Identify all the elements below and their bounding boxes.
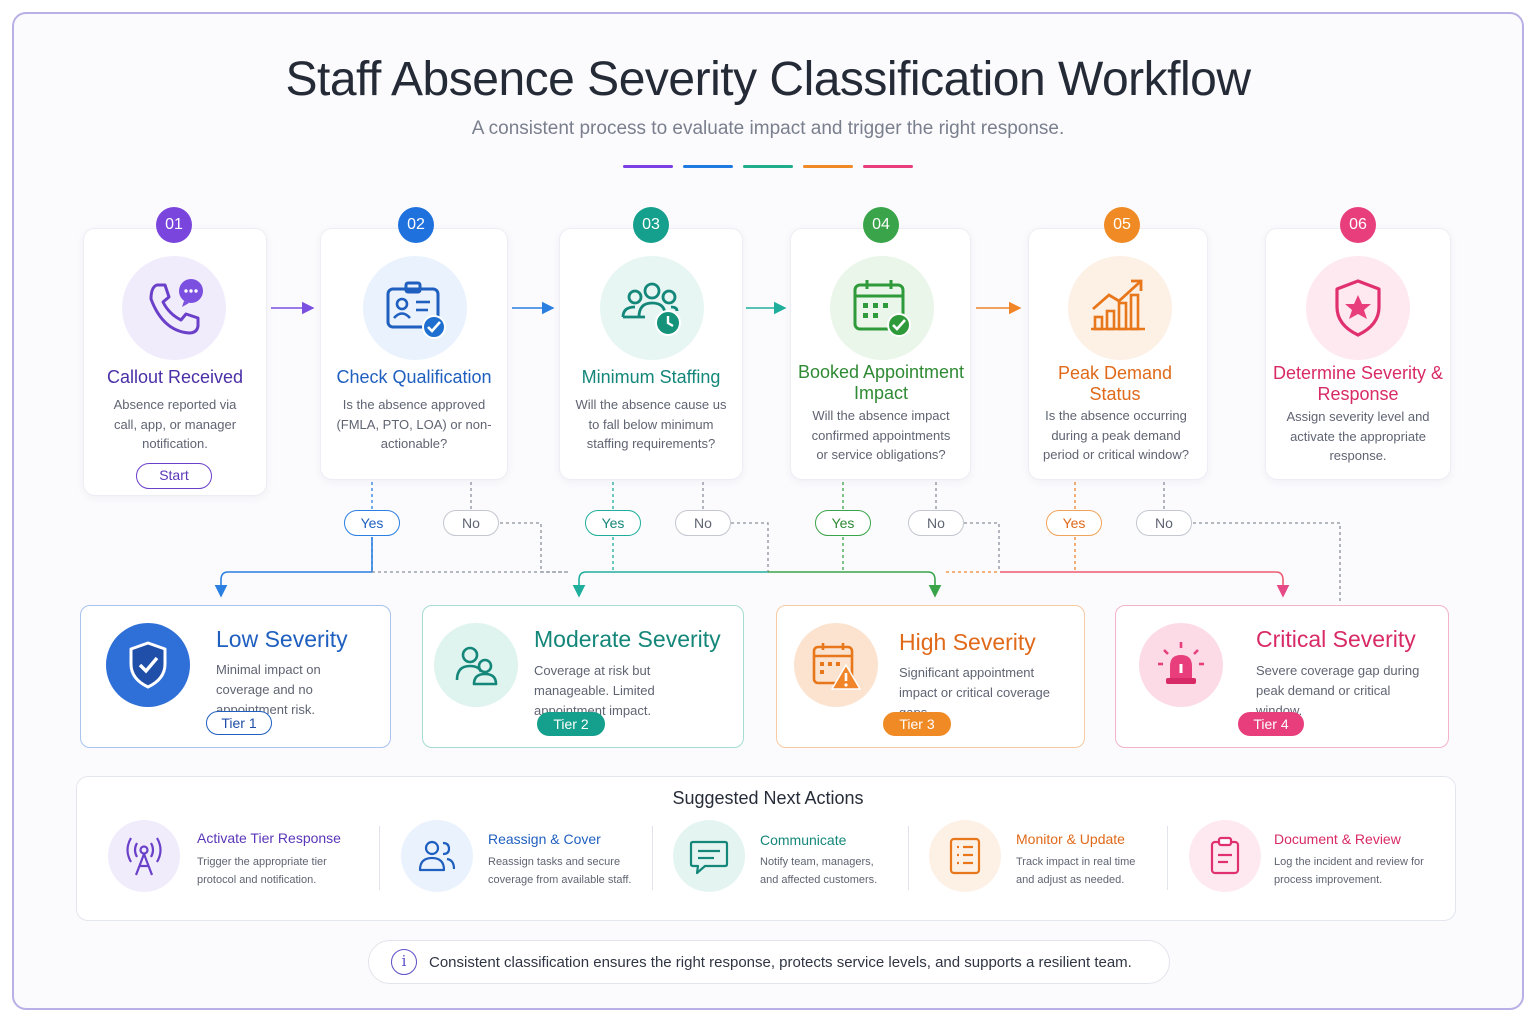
- tier-badge: Tier 4: [1238, 712, 1304, 736]
- tier-badge: Tier 1: [206, 711, 272, 735]
- accent-bar-orange: [803, 165, 853, 168]
- message-icon: [673, 820, 745, 892]
- step-description: Is the absence occurring during a peak d…: [1043, 408, 1189, 462]
- severity-description: Minimal impact on coverage and no appoin…: [216, 662, 321, 717]
- action-description: Reassign tasks and secure coverage from …: [488, 856, 632, 886]
- step-title: Booked Appointment Impact: [797, 362, 965, 403]
- people-icon: [401, 820, 473, 892]
- shield-check-icon: [106, 623, 190, 707]
- decision-yes-pill: Yes: [1046, 510, 1102, 536]
- shield-star-icon: [1306, 256, 1410, 360]
- decision-no-pill: No: [908, 510, 964, 536]
- action-title: Activate Tier Response: [197, 830, 341, 846]
- action-description: Notify team, managers, and affected cust…: [760, 856, 878, 886]
- decision-yes-pill: Yes: [815, 510, 871, 536]
- start-button[interactable]: Start: [136, 463, 212, 489]
- severity-title: Critical Severity: [1256, 626, 1416, 652]
- action-divider: [908, 826, 909, 890]
- action-description: Log the incident and review for process …: [1274, 856, 1424, 886]
- action-description: Trigger the appropriate tier protocol an…: [197, 856, 327, 886]
- severity-title: High Severity: [899, 629, 1036, 655]
- action-divider: [379, 826, 380, 890]
- accent-bar-pink: [863, 165, 913, 168]
- step-number: 03: [633, 207, 669, 243]
- alarm-siren-icon: [1139, 623, 1223, 707]
- decision-no-pill: No: [443, 510, 499, 536]
- action-divider: [1167, 826, 1168, 890]
- step-title: Callout Received: [106, 367, 244, 387]
- broadcast-tower-icon: [108, 820, 180, 892]
- decision-yes-pill: Yes: [585, 510, 641, 536]
- step-description: Assign severity level and activate the a…: [1286, 409, 1430, 463]
- calendar-check-icon: [830, 256, 934, 360]
- action-title: Reassign & Cover: [488, 831, 601, 847]
- decision-yes-pill: Yes: [344, 510, 400, 536]
- action-description: Track impact in real time and adjust as …: [1016, 856, 1136, 886]
- accent-bar-blue: [683, 165, 733, 168]
- severity-title: Low Severity: [216, 626, 348, 652]
- action-title: Monitor & Update: [1016, 831, 1125, 847]
- accent-bar-teal: [743, 165, 793, 168]
- footer-text: Consistent classification ensures the ri…: [429, 953, 1132, 971]
- info-icon: i: [391, 949, 417, 975]
- severity-description: Coverage at risk but manageable. Limited…: [534, 663, 655, 718]
- footer-note: i Consistent classification ensures the …: [368, 940, 1170, 984]
- step-description: Will the absence impact confirmed appoin…: [811, 408, 951, 462]
- step-card-callout: [83, 228, 267, 496]
- bar-chart-trend-icon: [1068, 256, 1172, 360]
- step-number: 05: [1104, 207, 1140, 243]
- calendar-warning-icon: [794, 623, 878, 707]
- clipboard-icon: [1189, 820, 1261, 892]
- next-actions-title: Suggested Next Actions: [672, 788, 864, 808]
- id-badge-check-icon: [363, 256, 467, 360]
- team-clock-icon: [600, 256, 704, 360]
- page-subtitle: A consistent process to evaluate impact …: [471, 118, 1065, 139]
- action-divider: [652, 826, 653, 890]
- step-title: Minimum Staffing: [581, 367, 721, 387]
- action-title: Communicate: [760, 832, 847, 848]
- decision-no-pill: No: [1136, 510, 1192, 536]
- step-description: Will the absence cause us to fall below …: [575, 397, 727, 451]
- step-number: 02: [398, 207, 434, 243]
- step-title: Peak Demand Status: [1057, 363, 1173, 404]
- page-title: Staff Absence Severity Classification Wo…: [285, 53, 1251, 106]
- step-title: Check Qualification: [336, 367, 492, 387]
- decision-no-pill: No: [675, 510, 731, 536]
- users-icon: [434, 623, 518, 707]
- step-number: 06: [1340, 207, 1376, 243]
- tier-badge: Tier 3: [883, 712, 951, 736]
- phone-chat-icon: [122, 256, 226, 360]
- checklist-icon: [929, 820, 1001, 892]
- accent-bar-purple: [623, 165, 673, 168]
- step-number: 01: [156, 207, 192, 243]
- step-description: Absence reported via call, app, or manag…: [113, 397, 237, 451]
- tier-badge: Tier 2: [537, 712, 605, 736]
- step-number: 04: [863, 207, 899, 243]
- step-title: Determine Severity & Response: [1272, 363, 1444, 404]
- severity-title: Moderate Severity: [534, 626, 721, 652]
- severity-description: Severe coverage gap during peak demand o…: [1256, 663, 1420, 718]
- step-description: Is the absence approved (FMLA, PTO, LOA)…: [336, 397, 492, 451]
- action-title: Document & Review: [1274, 831, 1401, 847]
